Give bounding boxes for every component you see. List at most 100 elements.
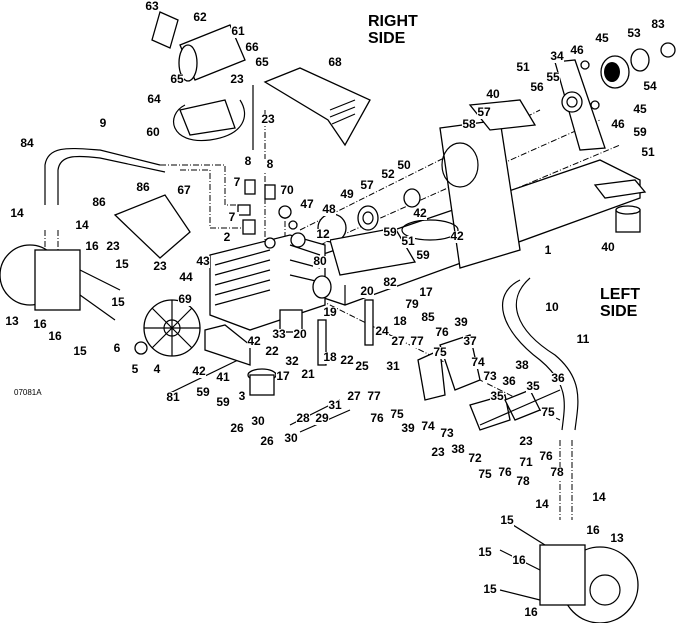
callout-background [370,413,384,425]
callout-background [73,346,87,358]
callout-background [313,256,327,268]
callout-background [230,423,244,435]
callout-label-50: 50 [397,158,411,172]
callout-background [111,297,125,309]
callout-background [251,416,265,428]
callout-label-28: 28 [296,411,310,425]
callout-background [241,156,255,168]
callout-background [601,242,615,254]
callout-label-16: 16 [48,329,62,343]
callout-background [115,259,129,271]
callout-background [261,114,275,126]
callout-label-45: 45 [595,31,609,45]
callout-label-79: 79 [405,297,419,311]
callout-background [397,160,411,172]
callout-background [328,57,342,69]
callout-background [416,250,430,262]
callout-background [247,336,261,348]
callout-label-74: 74 [421,419,435,433]
callout-label-22: 22 [265,344,279,358]
callout-background [524,607,538,619]
callout-background [225,212,239,224]
figure-code: 07081A [14,388,42,397]
callout-background [284,433,298,445]
callout-background [483,371,497,383]
callout-background [431,447,445,459]
callout-label-65: 65 [170,72,184,86]
callout-background [245,42,259,54]
callout-background [347,391,361,403]
callout-background [285,356,299,368]
callout-label-69: 69 [178,292,192,306]
callout-background [360,180,374,192]
callout-label-73: 73 [440,426,454,440]
callout-background [230,74,244,86]
callout-background [231,26,245,38]
callout-label-64: 64 [147,92,161,106]
callout-background [10,208,24,220]
callout-label-21: 21 [301,367,315,381]
callout-background [391,336,405,348]
callout-label-37: 37 [463,334,477,348]
callout-label-71: 71 [519,455,533,469]
callout-label-86: 86 [136,180,150,194]
callout-background [280,185,294,197]
callout-background [550,51,564,63]
callout-label-82: 82 [383,275,397,289]
right-side-label-line2: SIDE [368,30,406,47]
callout-background [255,57,269,69]
callout-label-58: 58 [462,117,476,131]
callout-background [633,104,647,116]
callout-background [323,307,337,319]
callout-background [145,1,159,13]
callout-background [323,352,337,364]
callout-label-23: 23 [230,72,244,86]
callout-background [410,336,424,348]
callout-label-48: 48 [322,202,336,216]
callout-label-72: 72 [468,451,482,465]
control-linkage [289,299,561,433]
callout-background [390,409,404,421]
callout-background [193,12,207,24]
callout-label-17: 17 [276,369,290,383]
callout-background [550,467,564,479]
callout-label-33: 33 [272,327,286,341]
callout-label-14: 14 [75,218,89,232]
callout-label-53: 53 [627,26,641,40]
callout-background [340,189,354,201]
callout-label-8: 8 [267,157,274,171]
callout-background [478,469,492,481]
callout-label-65: 65 [255,55,269,69]
callout-label-74: 74 [471,355,485,369]
callout-label-57: 57 [477,105,491,119]
callout-label-32: 32 [285,354,299,368]
callout-label-15: 15 [115,257,129,271]
callout-label-49: 49 [340,187,354,201]
callout-label-16: 16 [524,605,538,619]
callout-background [545,302,559,314]
callout-label-45: 45 [633,102,647,116]
callout-label-30: 30 [251,414,265,428]
callout-background [515,360,529,372]
callout-background [230,177,244,189]
callout-label-80: 80 [313,254,327,268]
callout-label-55: 55 [546,70,560,84]
callout-background [478,547,492,559]
callout-label-61: 61 [231,24,245,38]
callout-label-47: 47 [300,197,314,211]
callout-label-51: 51 [516,60,530,74]
callout-background [260,436,274,448]
callout-label-9: 9 [100,116,107,130]
callout-background [526,381,540,393]
callout-label-81: 81 [166,390,180,404]
callout-background [486,89,500,101]
callout-label-54: 54 [643,79,657,93]
callout-background [106,241,120,253]
callout-background [360,286,374,298]
callout-label-38: 38 [451,442,465,456]
callout-label-39: 39 [454,315,468,329]
callout-background [340,355,354,367]
callout-background [301,369,315,381]
callout-label-14: 14 [535,497,549,511]
callout-label-17: 17 [419,285,433,299]
